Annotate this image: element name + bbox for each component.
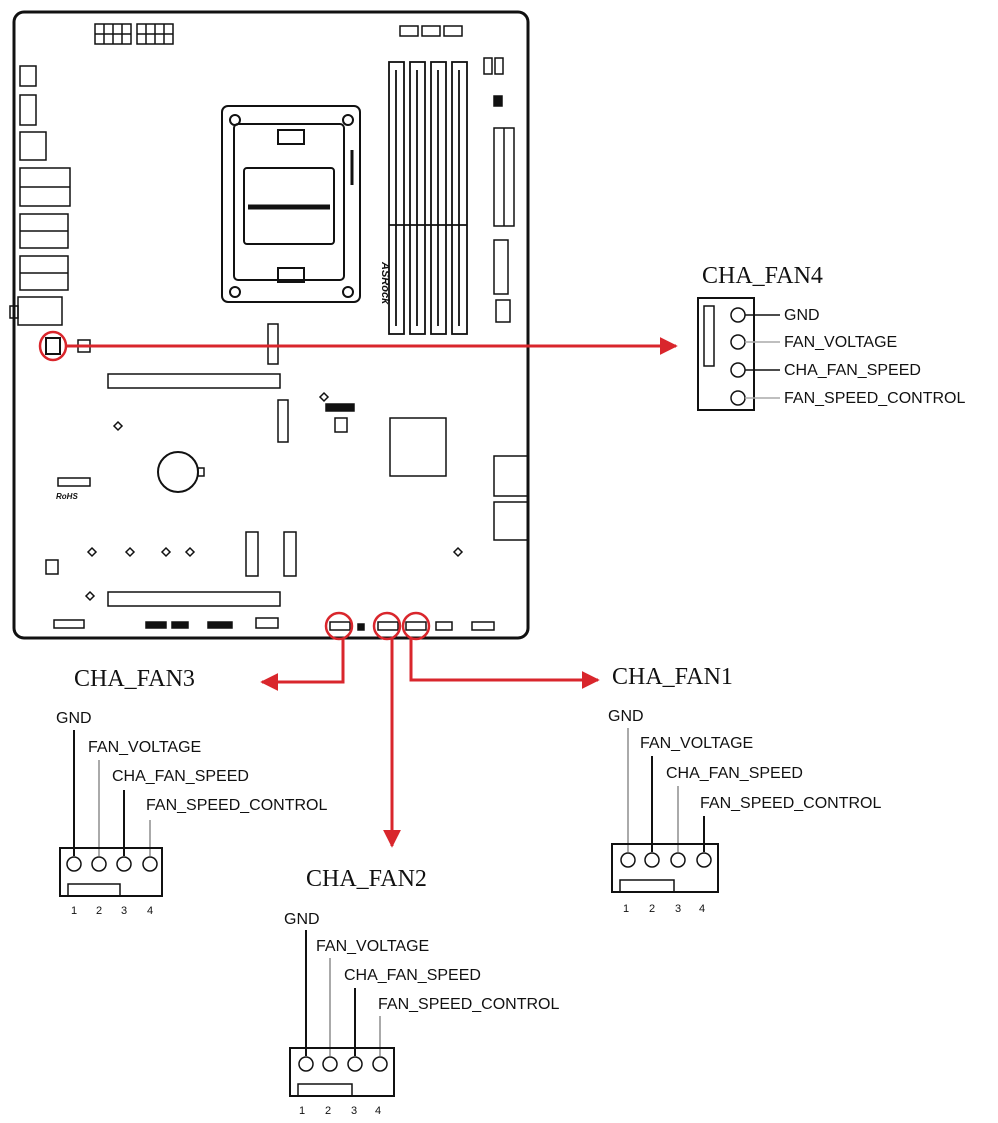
cha-fan1-pin1-label: GND [608,708,644,725]
rohs-mark: RoHS [56,492,78,501]
cha-fan2-pin3-label: CHA_FAN_SPEED [344,967,481,984]
cha-fan3-pin4-label: FAN_SPEED_CONTROL [146,797,327,814]
cha-fan1-pin1-number: 1 [623,903,629,915]
cha-fan3-pin2-number: 2 [96,905,102,917]
cha-fan1-pin2-number: 2 [649,903,655,915]
board-brand-logo: ASRock [379,261,391,305]
callouts [38,330,678,848]
motherboard: ASRock RoHS [9,10,530,640]
cpu-socket [221,105,361,303]
atx-power-connector [483,57,515,323]
cha-fan1-pin2-label: FAN_VOLTAGE [640,735,753,752]
cha-fan4-pin2-label: FAN_VOLTAGE [784,334,897,351]
cha-fan4-pin1-label: GND [784,307,820,324]
cha-fan1-pin4-number: 4 [699,903,705,915]
standoffs [45,391,464,602]
cha-fan1-title: CHA_FAN1 [612,664,733,690]
cha-fan4-detail: CHA_FAN4 GND FAN_VOLTAGE CHA_FAN_SPEED F… [697,263,965,411]
cha-fan4-pin4-label: FAN_SPEED_CONTROL [784,390,965,407]
cha-fan2-pin2-label: FAN_VOLTAGE [316,938,429,955]
cha-fan1-highlight [401,611,431,641]
cha-fan4-title: CHA_FAN4 [702,263,823,289]
cha-fan3-pin3-number: 3 [121,905,127,917]
memory-slots [388,61,468,335]
cha-fan2-pin4-label: FAN_SPEED_CONTROL [378,996,559,1013]
top-fan-headers [399,25,463,37]
cha-fan1-detail: CHA_FAN1 GND FAN_VOLTAGE CHA_FAN_SPEED F… [608,664,881,915]
cha-fan1-pin3-label: CHA_FAN_SPEED [666,765,803,782]
cha-fan2-highlight [372,611,402,641]
board-cha-fan4-header [45,337,61,355]
cha-fan2-title: CHA_FAN2 [306,866,427,892]
chipset [325,403,529,541]
cha-fan3-connector [59,847,163,897]
cha-fan4-pin3-label: CHA_FAN_SPEED [784,362,921,379]
pcie-slots [57,323,297,607]
rear-io-ports [9,65,71,326]
cha-fan1-pin3-number: 3 [675,903,681,915]
cpu-power-connector [94,23,174,45]
cha-fan2-pin1-label: GND [284,911,320,928]
cha-fan3-detail: CHA_FAN3 GND FAN_VOLTAGE CHA_FAN_SPEED F… [56,666,327,917]
board-outline [12,10,530,640]
cha-fan1-arrow [409,638,600,689]
cha-fan2-detail: CHA_FAN2 GND FAN_VOLTAGE CHA_FAN_SPEED F… [284,866,559,1117]
cha-fan2-pin4-number: 4 [375,1105,381,1117]
cha-fan2-pin1-number: 1 [299,1105,305,1117]
cha-fan3-pin4-number: 4 [147,905,153,917]
cha-fan3-arrow [260,638,345,691]
cha-fan1-pin4-label: FAN_SPEED_CONTROL [700,795,881,812]
bottom-headers [53,617,495,631]
cha-fan3-pin2-label: FAN_VOLTAGE [88,739,201,756]
cha-fan3-highlight [324,611,354,641]
cha-fan2-pin2-number: 2 [325,1105,331,1117]
cha-fan4-connector [697,297,755,411]
cha-fan3-pin1-label: GND [56,710,92,727]
cha-fan3-pin1-number: 1 [71,905,77,917]
cha-fan4-highlight [38,330,68,362]
cha-fan2-pin3-number: 3 [351,1105,357,1117]
cmos-battery [157,451,199,493]
cha-fan3-title: CHA_FAN3 [74,666,195,692]
cha-fan3-pin3-label: CHA_FAN_SPEED [112,768,249,785]
